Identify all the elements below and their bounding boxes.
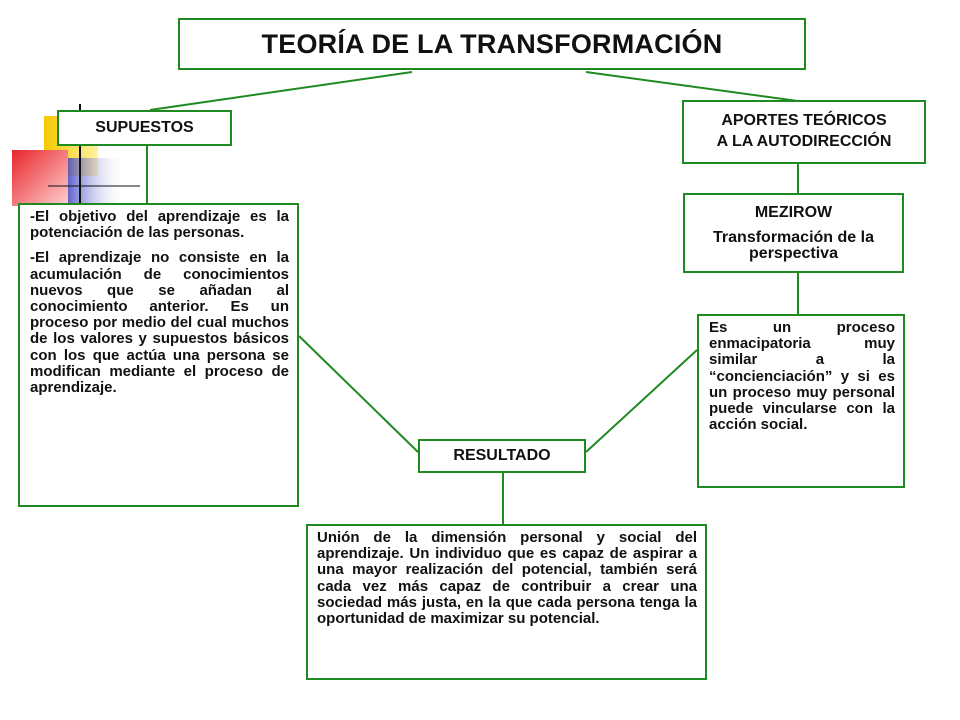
connector-supuestos-resultado	[298, 335, 419, 453]
supuestos-label: SUPUESTOS	[95, 118, 194, 136]
resultado-label: RESULTADO	[453, 446, 551, 464]
resultado-description: Unión de la dimensión personal y social …	[317, 529, 697, 627]
aportes-line-2: A LA AUTODIRECCIÓN	[716, 133, 892, 150]
aportes-line-1: APORTES TEÓRICOS	[721, 112, 887, 130]
supuestos-paragraph-1: -El objetivo del aprendizaje es la poten…	[30, 208, 289, 242]
mezirow-subtitle: Transformación de la perspectiva	[713, 228, 874, 263]
page-title: TEORÍA DE LA TRANSFORMACIÓN	[261, 28, 723, 59]
mezirow-box: MEZIROW Transformación de la perspectiva	[683, 193, 904, 273]
mezirow-name: MEZIROW	[754, 203, 833, 221]
connector-mezirow-resultado	[585, 349, 698, 453]
supuestos-paragraph-2: -El aprendizaje no consiste en la acumul…	[30, 249, 289, 396]
resultado-text-box: Unión de la dimensión personal y social …	[306, 524, 707, 680]
connector-title-aportes	[585, 71, 806, 103]
resultado-box: RESULTADO	[418, 439, 586, 473]
supuestos-text-box: -El objetivo del aprendizaje es la poten…	[18, 203, 299, 507]
supuestos-box: SUPUESTOS	[57, 110, 232, 146]
mezirow-description: Es un proceso enmacipatoria muy similar …	[709, 319, 895, 434]
aportes-box: APORTES TEÓRICOS A LA AUTODIRECCIÓN	[682, 100, 926, 164]
connector-title-supuestos	[149, 71, 413, 111]
mezirow-text-box: Es un proceso enmacipatoria muy similar …	[697, 314, 905, 488]
title-box: TEORÍA DE LA TRANSFORMACIÓN	[178, 18, 806, 70]
